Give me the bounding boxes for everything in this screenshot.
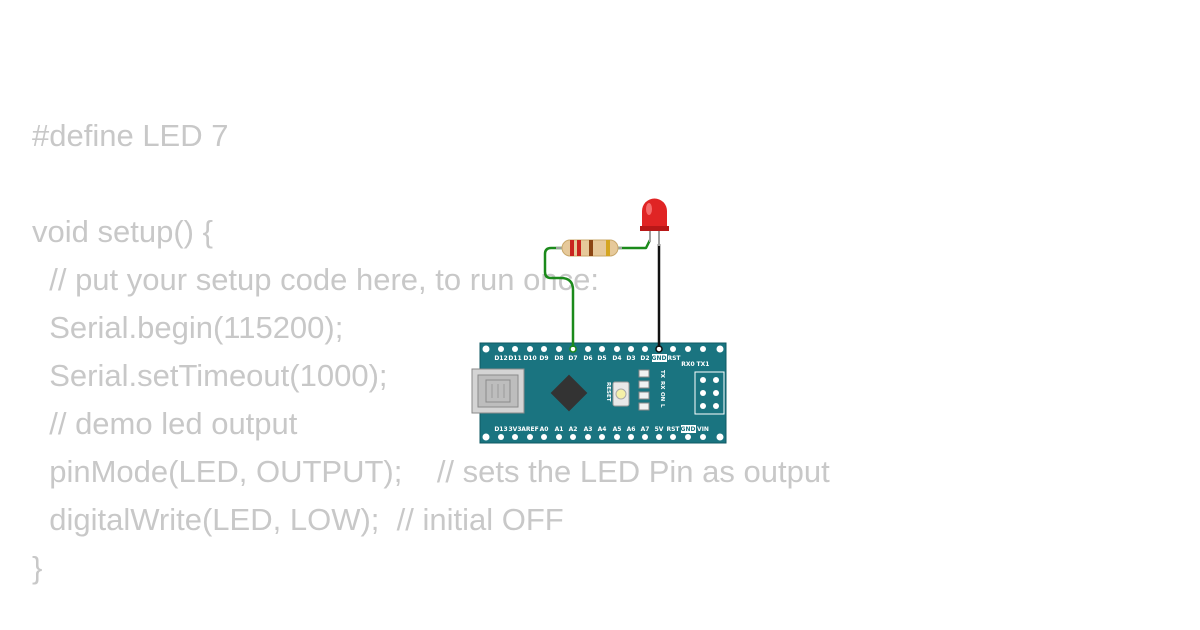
pin-a4[interactable]	[599, 434, 605, 440]
pin-label: D3	[626, 355, 635, 362]
pin-label: D12	[494, 355, 507, 362]
mount-hole	[482, 433, 490, 441]
pin-label: 5V	[655, 426, 664, 433]
code-line: Serial.begin(115200);	[32, 310, 344, 345]
pin-d7[interactable]	[570, 346, 576, 352]
pin-rst-bottom[interactable]	[670, 434, 676, 440]
green-wire-d7[interactable]	[543, 246, 575, 347]
pin-d3[interactable]	[628, 346, 634, 352]
pin-a5[interactable]	[614, 434, 620, 440]
pin-vin[interactable]	[700, 434, 706, 440]
on-led-label: ON	[659, 392, 665, 402]
wire-end-gnd	[655, 345, 663, 353]
pin-label: AREF	[521, 426, 538, 433]
rx-led-label: RX	[659, 381, 665, 390]
pin-d10[interactable]	[527, 346, 533, 352]
pin-d9[interactable]	[541, 346, 547, 352]
pin-label: RX0	[681, 361, 694, 368]
pin-label: D5	[597, 355, 606, 362]
resistor[interactable]	[556, 239, 622, 257]
gnd-label-highlight	[652, 354, 667, 362]
pin-gnd-top[interactable]	[656, 346, 662, 352]
microcontroller-chip-icon	[550, 374, 588, 412]
wire-end-d7	[569, 345, 577, 353]
green-wire-led[interactable]	[618, 239, 652, 250]
pin-a1[interactable]	[556, 434, 562, 440]
pin-d8[interactable]	[556, 346, 562, 352]
pin-d6[interactable]	[585, 346, 591, 352]
pin-rx0[interactable]	[685, 346, 691, 352]
code-line: }	[32, 550, 43, 585]
icsp-header	[694, 371, 725, 415]
pin-label: D7	[568, 355, 577, 362]
pin-label: A2	[569, 426, 578, 433]
pin-d13[interactable]	[498, 434, 504, 440]
top-pin-labels: D12 D11 D10 D9 D8 D7 D6 D5 D4 D3 D2 GND …	[494, 354, 709, 368]
reset-label: RESET	[605, 382, 611, 402]
reset-button-cap-icon	[615, 388, 627, 400]
top-pin-row	[498, 346, 706, 352]
code-line: // demo led output	[32, 406, 298, 441]
mount-hole	[716, 345, 724, 353]
pin-label: A0	[540, 426, 549, 433]
pin-label: D9	[539, 355, 548, 362]
code-view: #define LED 7 void setup() { // put your …	[32, 112, 830, 592]
pin-label: D10	[523, 355, 536, 362]
pin-label: A7	[641, 426, 650, 433]
pin-label: GND	[652, 355, 667, 362]
arduino-nano-board[interactable]: RESET TX RX ON L	[471, 342, 727, 444]
pin-label: VIN	[697, 426, 709, 433]
tx-led-label: TX	[659, 370, 665, 379]
pin-tx1[interactable]	[700, 346, 706, 352]
pin-d2[interactable]	[642, 346, 648, 352]
pin-a6[interactable]	[628, 434, 634, 440]
pin-label: D2	[640, 355, 649, 362]
pin-label: 3V3	[509, 426, 522, 433]
pin-d11[interactable]	[512, 346, 518, 352]
pin-a3[interactable]	[585, 434, 591, 440]
code-line: void setup() {	[32, 214, 213, 249]
pin-label: GND	[681, 426, 696, 433]
code-line: pinMode(LED, OUTPUT); // sets the LED Pi…	[32, 454, 830, 489]
pin-label: A3	[584, 426, 593, 433]
pin-label: RST	[667, 355, 681, 362]
l-led-label: L	[659, 404, 665, 408]
pin-aref[interactable]	[527, 434, 533, 440]
gnd-label-highlight	[681, 425, 696, 433]
status-leds	[638, 369, 650, 411]
pin-a0[interactable]	[541, 434, 547, 440]
pin-label: D13	[494, 426, 507, 433]
pin-a7[interactable]	[642, 434, 648, 440]
bottom-pin-row	[498, 434, 706, 440]
pin-d5[interactable]	[599, 346, 605, 352]
pin-gnd-bottom[interactable]	[685, 434, 691, 440]
pin-label: A1	[555, 426, 564, 433]
pin-d12[interactable]	[498, 346, 504, 352]
red-led-icon[interactable]	[640, 198, 669, 246]
pin-label: RST	[666, 426, 680, 433]
pin-label: D11	[508, 355, 521, 362]
mount-hole	[482, 345, 490, 353]
pin-label: A6	[627, 426, 636, 433]
pin-label: A4	[598, 426, 607, 433]
code-line: Serial.setTimeout(1000);	[32, 358, 388, 393]
pin-label: D6	[583, 355, 592, 362]
pin-a2[interactable]	[570, 434, 576, 440]
code-line: // put your setup code here, to run once…	[32, 262, 599, 297]
circuit-diagram: RESET TX RX ON L	[471, 198, 727, 444]
code-line: #define LED 7	[32, 118, 229, 153]
pin-label: D8	[554, 355, 563, 362]
usb-connector-icon	[471, 368, 525, 414]
pin-label: D4	[612, 355, 621, 362]
pin-d4[interactable]	[614, 346, 620, 352]
pin-label: A5	[613, 426, 622, 433]
code-line: digitalWrite(LED, LOW); // initial OFF	[32, 502, 564, 537]
pin-3v3[interactable]	[512, 434, 518, 440]
bottom-pin-labels: D13 3V3 AREF A0 A1 A2 A3 A4 A5 A6 A7 5V …	[494, 425, 709, 433]
mount-hole	[716, 433, 724, 441]
pin-rst-top[interactable]	[670, 346, 676, 352]
pin-5v[interactable]	[656, 434, 662, 440]
pin-label: TX1	[697, 361, 710, 368]
